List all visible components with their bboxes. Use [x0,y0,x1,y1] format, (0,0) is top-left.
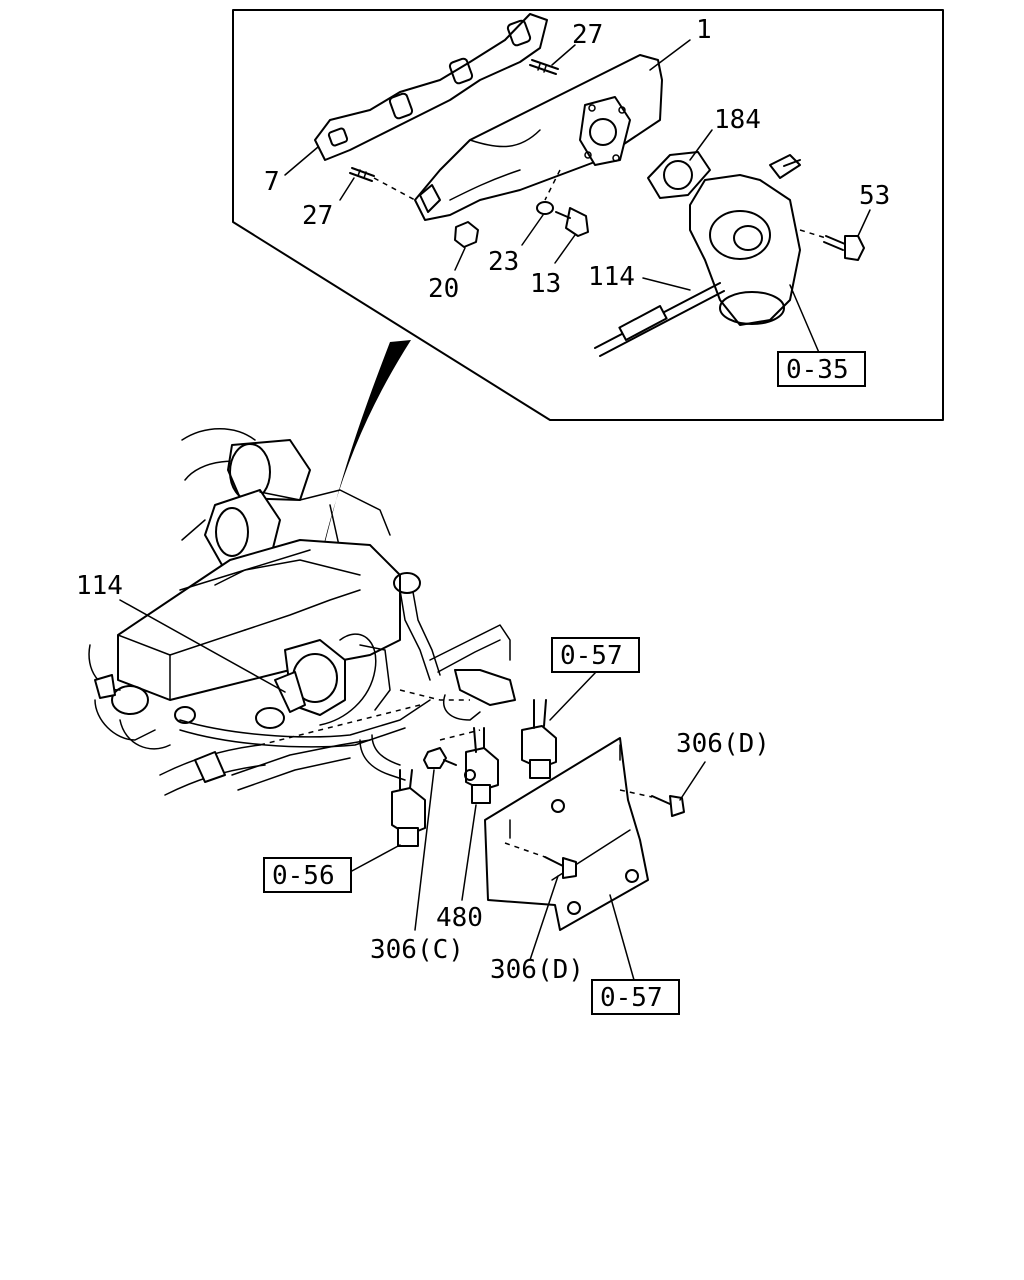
vsv-valve-480 [464,727,499,804]
gasket-184 [647,151,711,199]
mounting-bracket [484,737,649,931]
vsv-valve-0-57 [521,699,557,779]
cylinder-head [117,539,401,701]
label-part-114-inset: 114 [588,262,635,292]
label-part-13: 13 [530,269,561,299]
bolt-13 [555,207,589,237]
rod-114 [594,282,725,357]
label-part-184: 184 [714,105,761,135]
manifold-gasket [314,13,548,161]
label-part-480: 480 [436,903,483,933]
ref-box-0-57-bottom [591,979,680,1015]
exhaust-elbow [689,154,801,326]
stud-27-top [529,59,559,75]
washer-23 [536,201,554,215]
ref-box-0-57-top [551,637,640,673]
ref-box-0-56 [263,857,352,893]
ref-label-0-57-top: 0-57 [560,641,623,671]
detail-inset: 1 27 7 27 184 53 20 23 13 114 0-35 [232,9,944,421]
ref-label-0-56: 0-56 [272,861,335,891]
label-part-114-main: 114 [76,571,123,601]
stud-27-left [349,167,375,182]
label-part-20: 20 [428,274,459,304]
bolt-306c [423,747,457,769]
exhaust-manifold [414,54,663,221]
ref-box-0-35 [777,351,866,387]
ref-label-0-35: 0-35 [786,355,849,385]
label-part-27-top: 27 [572,20,603,50]
label-part-27-left: 27 [302,201,333,231]
screw-306d-bottom [544,856,577,879]
screw-306d-right [651,795,685,817]
nut-20 [454,221,479,248]
outlet-flange [579,96,631,166]
vsv-valve-0-56 [391,769,426,847]
label-part-306d-bottom: 306(D) [490,955,584,985]
label-part-306d-right: 306(D) [676,729,770,759]
label-part-23: 23 [488,247,519,277]
label-part-306c: 306(C) [370,935,464,965]
label-part-7: 7 [264,167,280,197]
ref-label-0-57-bottom: 0-57 [600,983,663,1013]
inset-frame [232,9,944,421]
bolt-53 [823,235,865,261]
engine-assembly [88,428,516,796]
label-part-1: 1 [696,15,712,45]
label-part-53: 53 [859,181,890,211]
